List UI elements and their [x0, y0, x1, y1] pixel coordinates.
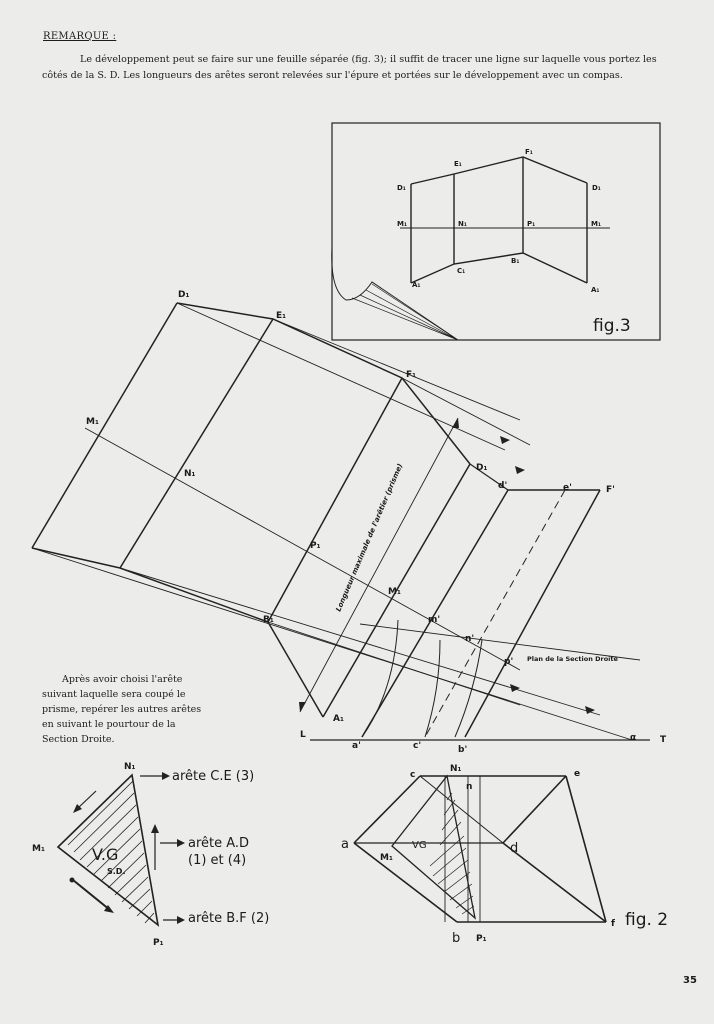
fig2-caption: fig. 2 [625, 910, 668, 930]
main-label-p-prime: p' [504, 657, 513, 667]
fig2-label-m1: M₁ [380, 853, 393, 863]
fig2-label-n: n [466, 782, 472, 792]
fig3-label-e1: E₁ [454, 160, 462, 168]
main-label-d1: D₁ [178, 290, 189, 300]
main-label-d-prime: d' [498, 481, 507, 491]
remarque-heading: REMARQUE : [43, 31, 117, 42]
fig3-label-b1: B₁ [511, 257, 519, 265]
fig2-label-a: a [341, 837, 349, 852]
main-label-f-prime: F' [606, 485, 615, 495]
main-label-d1-right: D₁ [476, 463, 487, 473]
main-label-e-prime: e' [563, 483, 572, 493]
true-size-triangle [56, 772, 185, 927]
intro-paragraph: Le développement peut se faire sur une f… [42, 54, 657, 81]
edge-ce-label: arête C.E (3) [172, 769, 254, 784]
main-label-e1: E₁ [276, 311, 286, 321]
edge-ad-sub-label: (1) et (4) [188, 853, 246, 868]
fig2-prism [353, 774, 607, 923]
triangle-vertex-m1: M₁ [32, 844, 45, 854]
main-label-m-prime: m' [428, 615, 440, 625]
edge-ad-label: arête A.D [188, 836, 249, 851]
main-label-n1: N₁ [184, 469, 196, 479]
triangle-sd-label: S.D. [107, 867, 125, 876]
triangle-vg-label: V.G [92, 845, 118, 864]
fig3-label-n1: N₁ [458, 220, 467, 228]
main-label-b1: B₁ [263, 615, 274, 625]
fig3-development [331, 122, 661, 341]
edge-bf-label: arête B.F (2) [188, 911, 269, 926]
fig2-label-c: c [410, 770, 415, 780]
triangle-vertex-n1: N₁ [124, 762, 136, 772]
main-label-a1: A₁ [333, 714, 344, 724]
fig2-label-f: f [611, 919, 615, 929]
fig3-caption: fig.3 [593, 316, 631, 336]
fig3-label-f1: F₁ [525, 148, 533, 156]
main-label-f1: F₁ [406, 370, 416, 380]
main-label-l: L [300, 730, 306, 740]
page-number: 35 [683, 975, 697, 986]
main-label-m1: M₁ [86, 417, 99, 427]
instruction-note: Après avoir choisi l'arête suivant laque… [42, 674, 202, 745]
fig3-label-d1-right: D₁ [592, 184, 601, 192]
fig2-label-n1: N₁ [450, 764, 462, 774]
main-label-b-prime: b' [458, 745, 467, 755]
fig3-label-m1-left: M₁ [397, 220, 407, 228]
main-label-m1-section: M₁ [388, 587, 401, 597]
prism-epure [31, 302, 650, 741]
fig3-label-d1-left: D₁ [397, 184, 406, 192]
main-label-p1: P₁ [310, 541, 321, 551]
main-label-alpha: α [630, 733, 636, 743]
main-label-t: T [660, 735, 667, 745]
fig2-label-vg: VG [412, 840, 427, 851]
fig2-label-b: b [452, 931, 460, 946]
fig2-label-e: e [574, 769, 580, 779]
main-label-c-prime: c' [413, 741, 421, 751]
fig2-label-d: d [510, 841, 518, 856]
section-plane-label: Plan de la Section Droite [527, 655, 619, 663]
fig3-label-a1-left: A₁ [412, 281, 420, 289]
fig2-label-p1: P₁ [476, 934, 487, 944]
triangle-vertex-p1: P₁ [153, 938, 164, 948]
main-label-a-prime: a' [352, 741, 361, 751]
fig3-label-m1-right: M₁ [591, 220, 601, 228]
fig3-label-p1: P₁ [527, 220, 535, 228]
fig3-label-a1-right: A₁ [591, 286, 599, 294]
main-label-n-prime: n' [465, 634, 474, 644]
fig3-label-c1: C₁ [457, 267, 465, 275]
